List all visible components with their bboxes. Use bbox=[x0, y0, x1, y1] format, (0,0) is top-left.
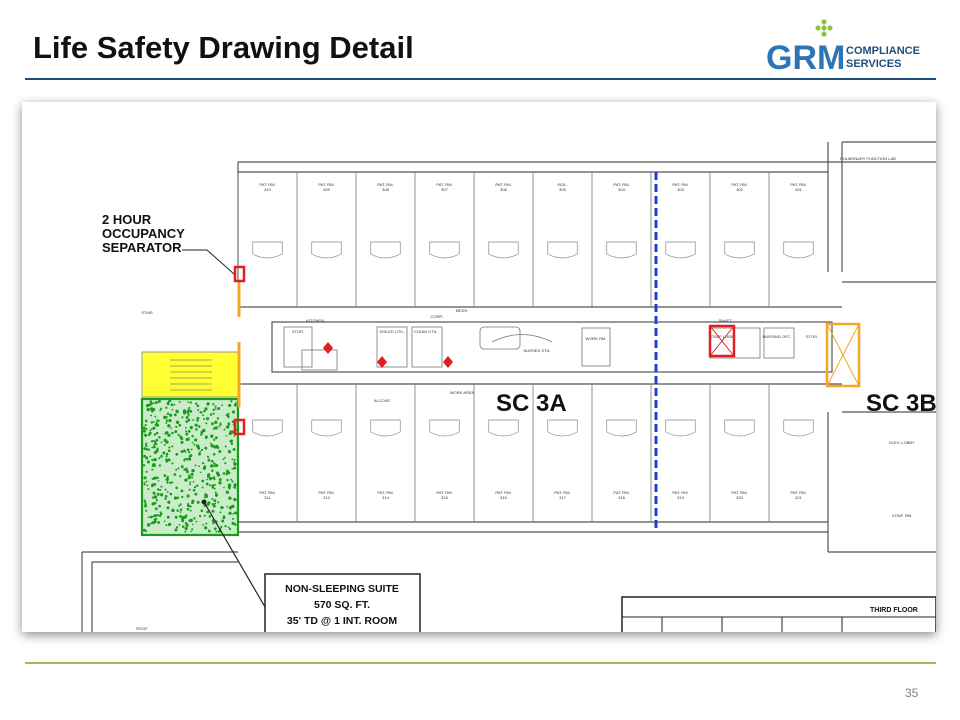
stair-enclosure bbox=[141, 351, 239, 398]
room-number: 319 bbox=[677, 495, 684, 500]
room-number: 305 bbox=[559, 187, 566, 192]
room-label: PAT. RM. bbox=[495, 490, 511, 495]
room-label: PAT. RM. bbox=[377, 490, 393, 495]
svg-text:THIRD FLOOR: THIRD FLOOR bbox=[870, 607, 918, 614]
room-number: 312 bbox=[323, 495, 330, 500]
suite-callout: NON-SLEEPING SUITE 570 SQ. FT. 35' TD @ … bbox=[201, 499, 421, 632]
slide-title: Life Safety Drawing Detail bbox=[33, 30, 414, 65]
svg-text:OCCUPANCY: OCCUPANCY bbox=[102, 226, 185, 241]
room-label: PAT. RM. bbox=[495, 182, 511, 187]
room-number: 308 bbox=[382, 187, 389, 192]
room-number: 316 bbox=[500, 495, 507, 500]
core-room-label: MEDS. bbox=[456, 308, 469, 313]
room-label: PAT. RM. bbox=[259, 182, 275, 187]
room-label: PAT. RM. bbox=[790, 182, 806, 187]
room-label: PAT. RM. bbox=[790, 490, 806, 495]
room-number: 311 bbox=[264, 495, 271, 500]
room-label: PAT. RM. bbox=[436, 490, 452, 495]
logo-tagline-2: SERVICES bbox=[846, 58, 901, 70]
svg-text:2 HOUR: 2 HOUR bbox=[102, 212, 152, 227]
room-number: 301 bbox=[795, 187, 802, 192]
room-label: PAT. RM. bbox=[731, 490, 747, 495]
core-room-label: STOR. bbox=[806, 334, 818, 339]
core-room-label: KITCHEN bbox=[306, 318, 324, 323]
logo-wordmark: GRM bbox=[766, 39, 845, 76]
core-room-label: STOR. bbox=[292, 329, 304, 334]
room-label: PAT. RM. bbox=[554, 490, 570, 495]
core-room-label: NURSES STN. bbox=[524, 348, 551, 353]
core-room-label: STAFF LNGE. bbox=[709, 334, 734, 339]
room-label: PAT. RM. bbox=[436, 182, 452, 187]
room-number: 317 bbox=[559, 495, 566, 500]
core-room-label: WORK AREA bbox=[450, 390, 475, 395]
core-room-label: ALCOVE bbox=[374, 398, 391, 403]
zone-label-sc3b: SC 3B bbox=[866, 390, 936, 417]
core-room-label: CONF. RM. bbox=[892, 513, 912, 518]
core-room-label: SHAFT bbox=[718, 318, 732, 323]
svg-text:570 SQ. FT.: 570 SQ. FT. bbox=[314, 599, 370, 611]
room-number: 307 bbox=[441, 187, 448, 192]
room-label: PAT. RM. bbox=[731, 182, 747, 187]
room-number: 314 bbox=[382, 495, 389, 500]
svg-text:NON-SLEEPING SUITE: NON-SLEEPING SUITE bbox=[285, 583, 399, 595]
room-number: 320 bbox=[736, 495, 743, 500]
footer-rule bbox=[25, 662, 936, 664]
room-number: 318 bbox=[618, 495, 625, 500]
title-rule bbox=[25, 78, 936, 80]
room-number: 302 bbox=[736, 187, 743, 192]
room-label: PAT. RM. bbox=[318, 182, 334, 187]
non-sleeping-suite bbox=[140, 397, 240, 537]
room-number: 304 bbox=[618, 187, 625, 192]
title-block: THIRD FLOOR bbox=[621, 596, 936, 632]
grm-logo: GRM COMPLIANCE SERVICES bbox=[766, 19, 920, 76]
room-label: PAT. RM. bbox=[613, 182, 629, 187]
zone-label-sc3a: SC 3A bbox=[496, 390, 567, 417]
room-label: PAT. RM. bbox=[318, 490, 334, 495]
room-label: PAT. RM. bbox=[672, 182, 688, 187]
core-room-label: WORK RM. bbox=[586, 336, 607, 341]
room-number: 310 bbox=[264, 187, 271, 192]
core-room-label: PULMONARY FUNCTION LAB bbox=[840, 156, 896, 161]
svg-text:SEPARATOR: SEPARATOR bbox=[102, 240, 182, 255]
separator-callout: 2 HOUR OCCUPANCY SEPARATOR bbox=[102, 212, 235, 275]
room-label: ISOL. bbox=[557, 182, 567, 187]
core-room-label: CORR. bbox=[431, 314, 444, 319]
room-number: 303 bbox=[677, 187, 684, 192]
core-room-label: STAIR bbox=[141, 310, 153, 315]
core-room-label: NURSING OFC. bbox=[762, 334, 791, 339]
room-number: 321 bbox=[795, 495, 802, 500]
core-room-label: ELEV. LOBBY bbox=[889, 440, 915, 445]
core-room-label: CLEAN UTIL. bbox=[414, 329, 438, 334]
room-number: 315 bbox=[441, 495, 448, 500]
room-label: PAT. RM. bbox=[613, 490, 629, 495]
room-label: PAT. RM. bbox=[259, 490, 275, 495]
logo-tagline-1: COMPLIANCE bbox=[846, 45, 920, 57]
room-label: PAT. RM. bbox=[377, 182, 393, 187]
room-number: 309 bbox=[323, 187, 330, 192]
page-number: 35 bbox=[905, 686, 919, 700]
core-room-label: ROOF bbox=[136, 626, 148, 631]
svg-text:35' TD @ 1 INT. ROOM: 35' TD @ 1 INT. ROOM bbox=[287, 615, 397, 627]
room-label: PAT. RM. bbox=[672, 490, 688, 495]
core-room-label: SOILED UTIL. bbox=[379, 329, 405, 334]
room-number: 306 bbox=[500, 187, 507, 192]
logo-dots-icon bbox=[815, 19, 833, 37]
